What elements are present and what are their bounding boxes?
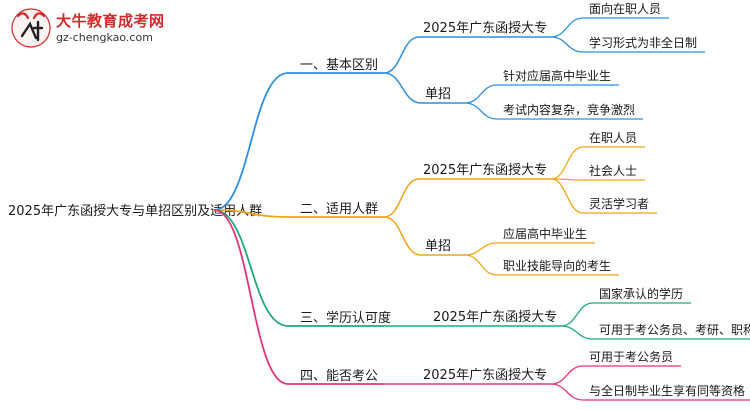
branch-label[interactable]: 三、学历认可度 (300, 310, 391, 326)
site-logo[interactable]: 大牛教育成考网 gz-chengkao.com (10, 6, 210, 54)
leaf-item[interactable]: 国家承认的学历 (599, 286, 683, 301)
leaf-item[interactable]: 与全日制毕业生享有同等资格 (589, 383, 745, 398)
leaf-item[interactable]: 针对应届高中毕业生 (503, 68, 611, 83)
branch-connector (213, 209, 289, 385)
branch-label[interactable]: 二、适用人群 (300, 202, 378, 217)
branch-connector (213, 72, 289, 211)
leaf-item[interactable]: 社会人士 (589, 163, 637, 178)
leaf-connector (464, 242, 498, 256)
leaf-connector (464, 254, 498, 276)
leaf-item[interactable]: 职业技能导向的考生 (503, 258, 611, 273)
leaf-connector (560, 302, 594, 327)
leaf-item[interactable]: 可用于考公务员 (589, 349, 673, 364)
group-connector (383, 178, 420, 218)
leaf-item[interactable]: 灵活学习者 (589, 196, 649, 211)
leaf-item[interactable]: 应届高中毕业生 (503, 226, 587, 241)
branch-label[interactable]: 一、基本区别 (300, 58, 378, 73)
leaf-item[interactable]: 面向在职人员 (589, 1, 661, 16)
leaf-connector (550, 17, 584, 38)
leaf-connector (550, 365, 584, 385)
group-connector (383, 36, 420, 74)
branch-connector (213, 209, 289, 218)
branch-connector (213, 209, 289, 327)
group-label[interactable]: 单招 (425, 87, 451, 102)
leaf-item[interactable]: 在职人员 (589, 131, 637, 145)
leaf-item[interactable]: 考试内容复杂，竞争激烈 (503, 102, 635, 117)
group-label[interactable]: 2025年广东函授大专 (433, 310, 557, 325)
leaf-connector (550, 178, 584, 214)
branch-label[interactable]: 四、能否考公 (300, 369, 378, 384)
leaf-connector (550, 36, 584, 53)
logo-site-name: 大牛教育成考网 (56, 12, 165, 30)
leaf-connector (550, 146, 584, 180)
leaf-connector (550, 383, 584, 401)
group-label[interactable]: 2025年广东函授大专 (423, 163, 547, 178)
bull-logo-icon (11, 8, 51, 48)
group-label[interactable]: 2025年广东函授大专 (423, 21, 547, 36)
logo-site-url: gz-chengkao.com (56, 31, 153, 44)
leaf-connector (464, 102, 498, 120)
leaf-item[interactable]: 学习形式为非全日制 (589, 35, 697, 50)
root-topic[interactable]: 2025年广东函授大专与单招区别及适用人群 (8, 204, 262, 219)
group-label[interactable]: 单招 (425, 239, 451, 254)
leaf-connector (560, 325, 594, 340)
group-connector (383, 216, 422, 256)
group-connector (383, 72, 422, 104)
leaf-connector (464, 84, 498, 104)
leaf-item[interactable]: 可用于考公务员、考研、职称评定 (599, 322, 750, 337)
group-label[interactable]: 2025年广东函授大专 (423, 368, 547, 383)
